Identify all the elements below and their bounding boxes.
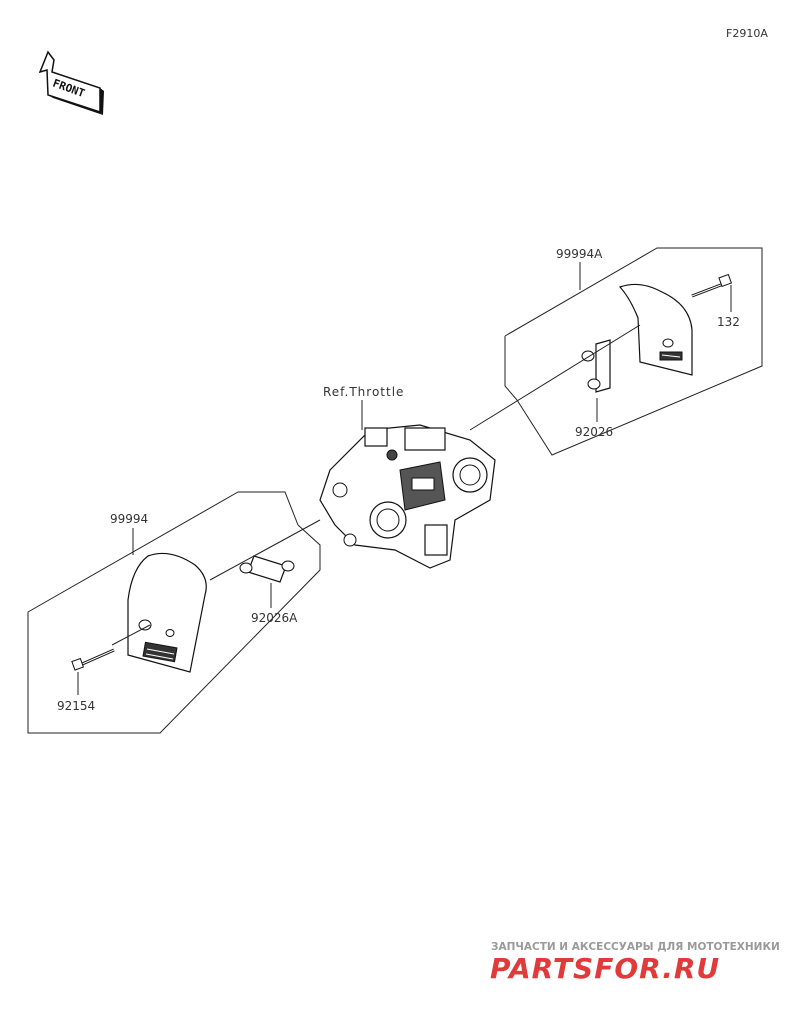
right-heat-cover (618, 283, 693, 376)
left-group-frame (27, 491, 321, 734)
watermark: ЗАПЧАСТИ И АКСЕССУАРЫ ДЛЯ МОТОТЕХНИКИ PA… (490, 941, 780, 985)
right-assembly-axis (469, 324, 641, 431)
reference-throttle-label: Ref.Throttle (323, 385, 404, 399)
right-bolt-132 (691, 273, 733, 298)
right-bracket-92026 (581, 339, 611, 393)
throttle-body-assembly (319, 424, 496, 569)
part-label-132: 132 (717, 315, 740, 329)
part-label-99994: 99994 (110, 512, 148, 526)
part-label-92026a: 92026A (251, 611, 298, 625)
watermark-tagline: ЗАПЧАСТИ И АКСЕССУАРЫ ДЛЯ МОТОТЕХНИКИ (491, 941, 780, 953)
left-assembly-axis (209, 519, 321, 581)
left-heat-cover (127, 552, 207, 673)
part-label-92154: 92154 (57, 699, 95, 713)
watermark-logo: PARTSFOR.RU (490, 952, 720, 985)
left-bracket-92026a (239, 555, 295, 583)
front-direction-arrow-icon: FRONT (38, 50, 104, 115)
right-group-frame (504, 247, 763, 456)
part-label-99994a: 99994A (556, 247, 603, 261)
left-bolt-92154 (71, 648, 115, 671)
part-label-92026: 92026 (575, 425, 613, 439)
figure-code: F2910A (726, 27, 768, 40)
